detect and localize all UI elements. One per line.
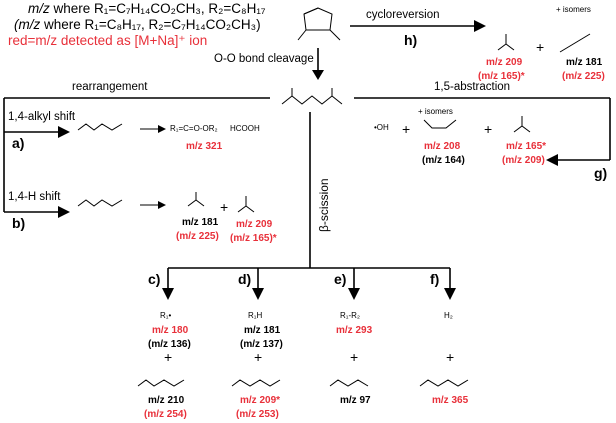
rearrangement-branch xyxy=(3,97,270,218)
isomers-note-g: + isomers xyxy=(418,107,453,116)
hcooh-species: HCOOH xyxy=(230,124,260,133)
oo-cleavage-label: O-O bond cleavage xyxy=(214,53,314,65)
oo-cleavage-arrow xyxy=(312,48,324,80)
plus-sign: + xyxy=(350,349,359,365)
ketene-species: R₁=C=O-OR₂ xyxy=(170,124,218,133)
step-h-label: h) xyxy=(404,32,418,48)
plus-sign: + xyxy=(402,121,411,137)
h-shift-label: 1,4-H shift xyxy=(8,191,61,203)
h2-species: H₂ xyxy=(444,311,453,320)
header-line-1: m/z where R₁=C₇H₁₄CO₂CH₃, R₂=C₈H₁₇ xyxy=(28,1,266,16)
mz-label-d1-primary: m/z 181 xyxy=(244,325,281,336)
step-b-label: b) xyxy=(12,215,26,231)
alkyl-shift-product-arrow xyxy=(140,125,166,133)
step-a-label: a) xyxy=(12,135,25,151)
mz-label-g1-primary: m/z 208 xyxy=(424,141,461,152)
header-line-3: red=m/z detected as [M+Na]⁺ ion xyxy=(8,33,208,48)
mz-label-d1-secondary: (m/z 137) xyxy=(240,339,283,350)
mz-label-b2-primary: m/z 209 xyxy=(236,219,273,230)
plus-sign: + xyxy=(220,199,229,215)
mz-label-b2-secondary: (m/z 165)* xyxy=(230,233,277,244)
mz-label-e2-primary: m/z 97 xyxy=(340,395,371,406)
mz-label-d2-primary: m/z 209* xyxy=(240,395,281,406)
plus-sign: + xyxy=(484,121,493,137)
mz-label-h2-secondary: (m/z 225) xyxy=(562,71,605,82)
step-e-label: e) xyxy=(334,271,347,287)
abstraction-label: 1,5-abstraction xyxy=(434,81,511,93)
mz-label-g1-secondary: (m/z 164) xyxy=(422,155,465,166)
beta-scission-branch xyxy=(162,112,456,300)
mz-label-a1-primary: m/z 321 xyxy=(186,141,223,152)
cycloreversion-label: cycloreversion xyxy=(366,9,440,21)
mz-label-c2-primary: m/z 210 xyxy=(148,395,185,406)
plus-sign: + xyxy=(164,349,173,365)
mz-label-g2-secondary: (m/z 209) xyxy=(502,155,545,166)
mz-label-g2-primary: m/z 165* xyxy=(506,141,547,152)
plus-sign: + xyxy=(446,349,455,365)
mz-label-b1-primary: m/z 181 xyxy=(182,217,219,228)
cycloreversion-arrow xyxy=(350,20,486,32)
mz-label-h1-primary: m/z 209 xyxy=(486,57,523,68)
rearrangement-label: rearrangement xyxy=(72,81,148,93)
isomers-note-h: + isomers xyxy=(556,5,591,14)
ozonide-structure xyxy=(297,7,341,41)
mz-label-e1-primary: m/z 293 xyxy=(336,325,373,336)
mz-label-c1-secondary: (m/z 136) xyxy=(148,339,191,350)
step-c-label: c) xyxy=(148,271,161,287)
h-shift-product-arrow xyxy=(140,201,166,209)
oh-radical-species: •OH xyxy=(374,123,389,132)
step-g-label: g) xyxy=(594,165,608,181)
beta-scission-label: β-scission xyxy=(317,178,331,232)
mz-label-b1-secondary: (m/z 225) xyxy=(176,231,219,242)
abstraction-branch xyxy=(354,97,611,166)
mz-label-d2-secondary: (m/z 253) xyxy=(236,409,279,420)
mz-label-c1-primary: m/z 180 xyxy=(152,325,189,336)
mz-label-c2-secondary: (m/z 254) xyxy=(144,409,187,420)
diradical-structure xyxy=(281,88,343,105)
r1h-species: R₁H xyxy=(248,311,263,320)
mz-label-f2-primary: m/z 365 xyxy=(432,395,469,406)
plus-sign: + xyxy=(536,39,545,55)
header-line-2: (m/z where R₁=C₈H₁₇, R₂=C₇H₁₄CO₂CH₃) xyxy=(14,17,261,32)
step-d-label: d) xyxy=(238,271,252,287)
plus-sign: + xyxy=(254,349,263,365)
mz-label-h1-secondary: (m/z 165)* xyxy=(478,71,525,82)
mz-label-h2-primary: m/z 181 xyxy=(566,57,603,68)
structure-sketches xyxy=(77,33,591,387)
r1-radical-species: R₁• xyxy=(160,311,172,320)
step-f-label: f) xyxy=(430,271,440,287)
r1r2-species: R₁-R₂ xyxy=(340,311,361,320)
alkyl-shift-label: 1,4-alkyl shift xyxy=(8,111,76,123)
